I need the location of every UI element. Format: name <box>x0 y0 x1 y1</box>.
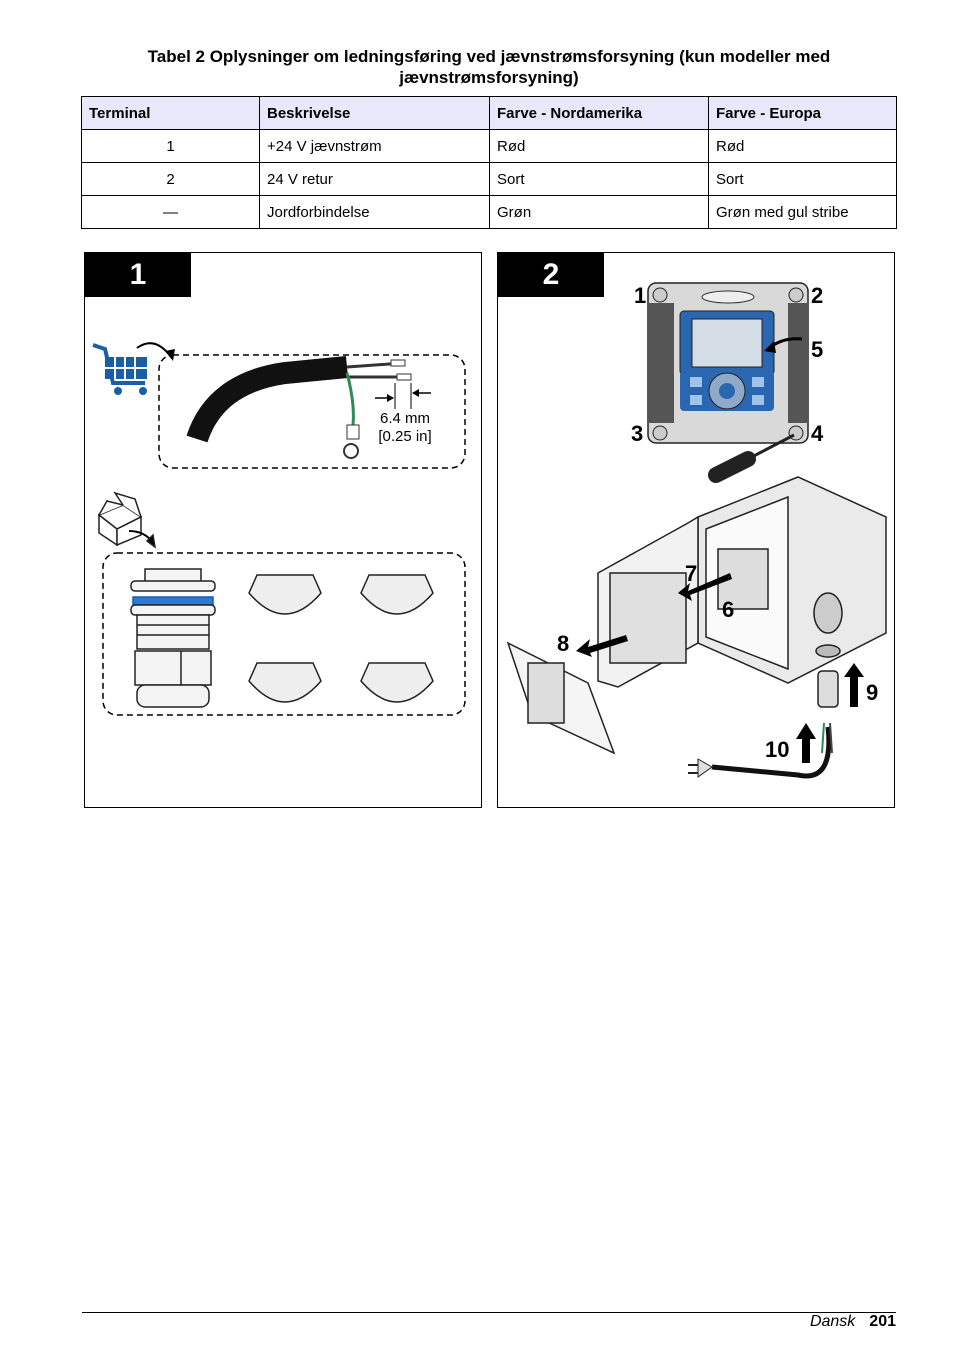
cell-color-na: Sort <box>489 162 709 196</box>
cable-gland-drawing <box>130 568 216 708</box>
table-row: 1 +24 V jævnstrøm Rød Rød <box>81 129 897 163</box>
callout-7: 7 <box>685 561 697 586</box>
cell-color-eu: Grøn med gul stribe <box>708 195 897 229</box>
figure-2-illustration: 1 2 3 4 5 6 7 8 9 10 <box>506 282 887 779</box>
sealing-plug-drawing <box>248 574 434 703</box>
dimension-inch-label: [0.25 in] <box>378 428 431 445</box>
table-row: — Jordforbindelse Grøn Grøn med gul stri… <box>81 195 897 229</box>
footer-language: Dansk <box>809 1313 856 1330</box>
figure-1-illustration: 6.4 mm [0.25 in] <box>92 342 466 716</box>
figure-panel-1: 6.4 mm [0.25 in] <box>84 252 482 808</box>
figure-panel-2: 1 2 3 4 5 6 7 8 9 10 2 <box>497 252 895 808</box>
table-caption: Tabel 2 Oplysninger om ledningsføring ve… <box>147 47 831 87</box>
parts-detail-frame <box>102 552 466 716</box>
shopping-cart-icon <box>92 342 175 395</box>
cell-terminal: 1 <box>81 129 260 163</box>
cell-color-na: Grøn <box>489 195 709 229</box>
callout-1: 1 <box>634 283 646 308</box>
open-box-icon <box>97 491 157 549</box>
cell-description: +24 V jævnstrøm <box>259 129 490 163</box>
callout-arrows <box>576 573 864 763</box>
callout-2: 2 <box>811 283 823 308</box>
cell-color-na: Rød <box>489 129 709 163</box>
page-footer: Dansk 201 <box>810 1313 896 1331</box>
panel-number-1: 1 <box>85 253 191 297</box>
callout-4: 4 <box>811 421 824 446</box>
power-cord-drawing <box>688 722 833 779</box>
panel-number-2: 2 <box>498 253 604 297</box>
footer-rule <box>82 1312 896 1313</box>
cable-detail-frame <box>158 354 466 469</box>
table-row: 2 24 V retur Sort Sort <box>81 162 897 196</box>
power-cable-drawing <box>186 356 431 459</box>
header-description: Beskrivelse <box>259 96 490 130</box>
table-header-row: Terminal Beskrivelse Farve - Nordamerika… <box>81 96 897 130</box>
cell-terminal: 2 <box>81 162 260 196</box>
screwdriver-drawing <box>708 433 795 483</box>
cell-color-eu: Rød <box>708 129 897 163</box>
callout-8: 8 <box>557 631 569 656</box>
header-color-europe: Farve - Europa <box>708 96 897 130</box>
callout-10: 10 <box>765 737 789 762</box>
callout-3: 3 <box>631 421 643 446</box>
header-terminal: Terminal <box>81 96 260 130</box>
header-color-north-america: Farve - Nordamerika <box>489 96 709 130</box>
callout-6: 6 <box>722 597 734 622</box>
page-number: 201 <box>869 1313 896 1330</box>
open-enclosure-drawing <box>506 476 887 755</box>
cell-terminal: — <box>81 195 260 229</box>
cell-description: 24 V retur <box>259 162 490 196</box>
cell-description: Jordforbindelse <box>259 195 490 229</box>
controller-front-drawing <box>647 282 809 444</box>
callout-5: 5 <box>811 337 823 362</box>
cell-color-eu: Sort <box>708 162 897 196</box>
callout-9: 9 <box>866 680 878 705</box>
dimension-mm-label: 6.4 mm <box>380 410 430 427</box>
wiring-table: Terminal Beskrivelse Farve - Nordamerika… <box>81 96 897 229</box>
